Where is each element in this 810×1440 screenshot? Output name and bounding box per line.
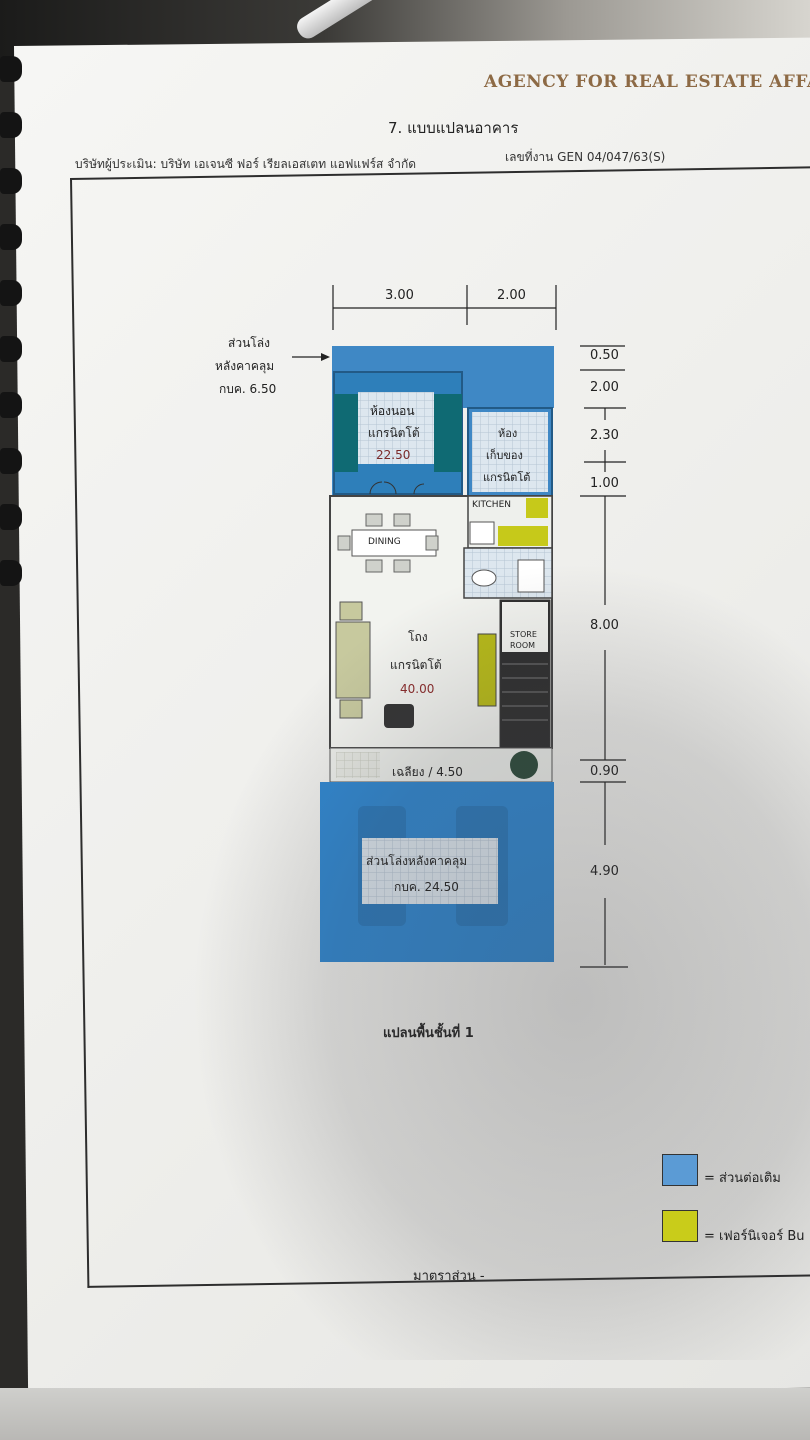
dim-top-2: 2.00 (497, 288, 526, 303)
dining-label: DINING (368, 537, 401, 547)
storage-label-1: ห้อง (498, 427, 518, 440)
storage-label-2: เก็บของ (486, 449, 523, 462)
binder-rings (0, 50, 26, 1000)
store-room-label-2: ROOM (510, 641, 536, 650)
rear-note-line-3: กบค. 6.50 (219, 382, 277, 396)
kitchen-label: KITCHEN (472, 500, 511, 510)
sofa (335, 621, 371, 699)
dim-side-6: 0.90 (590, 764, 619, 779)
bedroom-floor: แกรนิตโต้ (368, 426, 420, 440)
legend-swatch-extension (662, 1154, 698, 1186)
side-dimension-lines (580, 345, 628, 968)
hall-floor: แกรนิตโต้ (390, 658, 442, 672)
dim-side-1: 0.50 (590, 348, 619, 363)
bedroom-area: 22.50 (376, 448, 411, 462)
scale-note: มาตราส่วน - (413, 1269, 485, 1284)
legend-text-extension: = ส่วนต่อเติม (704, 1171, 781, 1186)
rear-note-line-1: ส่วนโล่ง (228, 336, 270, 350)
background-bottom (0, 1388, 810, 1440)
dining-table (351, 529, 437, 557)
front-area-value: กบค. 24.50 (394, 880, 459, 894)
rear-note-line-2: หลังคาคลุม (215, 359, 275, 373)
rear-note-arrow (292, 353, 330, 361)
hall-label: โถง (408, 630, 428, 644)
section-title: 7. แบบแปลนอาคาร (388, 119, 519, 137)
storage-label-3: แกรนิตโต้ (483, 471, 531, 484)
agency-header: AGENCY FOR REAL ESTATE AFFA (484, 72, 810, 92)
store-room-label-1: STORE (510, 630, 537, 639)
top-dimension-lines (332, 285, 557, 330)
bedroom-label: ห้องนอน (370, 404, 415, 418)
porch-label: เฉลียง / 4.50 (392, 765, 463, 779)
dim-side-4: 1.00 (590, 476, 619, 491)
dim-side-3: 2.30 (590, 428, 619, 443)
dim-top-1: 3.00 (385, 288, 414, 303)
legend-text-furniture: = เฟอร์นิเจอร์ Bu (704, 1229, 805, 1244)
dim-side-5: 8.00 (590, 618, 619, 633)
dim-side-2: 2.00 (590, 380, 619, 395)
job-number: เลขที่งาน GEN 04/047/63(S) (505, 150, 666, 164)
appraiser-line: บริษัทผู้ประเมิน: บริษัท เอเจนซี ฟอร์ เร… (75, 157, 417, 171)
front-area-label: ส่วนโล่งหลังคาคลุม (366, 854, 468, 868)
hall-area: 40.00 (400, 682, 435, 696)
plan-caption: แปลนพื้นชั้นที่ 1 (383, 1026, 474, 1041)
dim-side-7: 4.90 (590, 864, 619, 879)
legend-swatch-furniture (662, 1210, 698, 1242)
